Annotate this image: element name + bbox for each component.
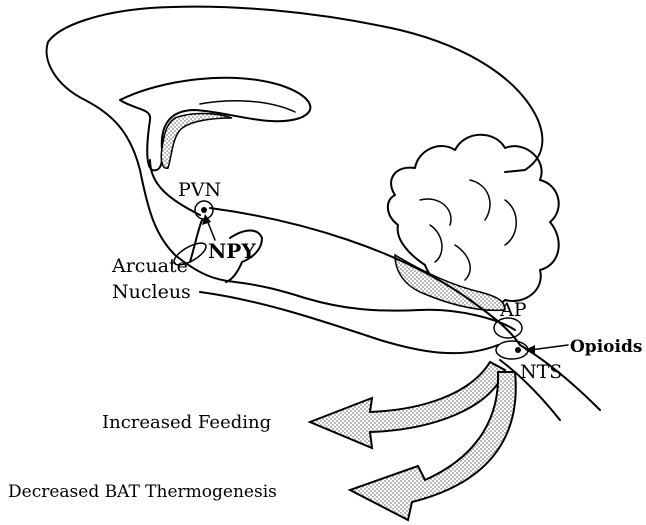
ap-marker (494, 318, 522, 338)
npy-label: NPY (208, 239, 256, 263)
nts-marker (496, 341, 528, 359)
ap-label: AP (499, 299, 527, 321)
arcuate-label-line2: Nucleus (112, 281, 191, 303)
opioids-arrow (530, 345, 568, 350)
decreased-bat-label: Decreased BAT Thermogenesis (8, 482, 277, 502)
nts-dot (515, 347, 521, 353)
pvn-nts-pathway (210, 208, 520, 345)
arcuate-label-line1: Arcuate (111, 255, 188, 277)
opioids-label: Opioids (570, 337, 642, 357)
feeding-output-arrow (310, 362, 505, 448)
bat-output-arrow (350, 372, 516, 520)
pvn-dot (201, 207, 207, 213)
pvn-label: PVN (178, 179, 221, 201)
nts-label: NTS (520, 361, 562, 383)
increased-feeding-label: Increased Feeding (102, 412, 271, 433)
lateral-ventricle (161, 114, 232, 169)
fourth-ventricle (395, 255, 505, 310)
corpus-callosum (120, 78, 310, 171)
npy-arrow (207, 220, 215, 240)
cerebellum-folia (420, 180, 516, 280)
fornix-line (200, 101, 295, 112)
